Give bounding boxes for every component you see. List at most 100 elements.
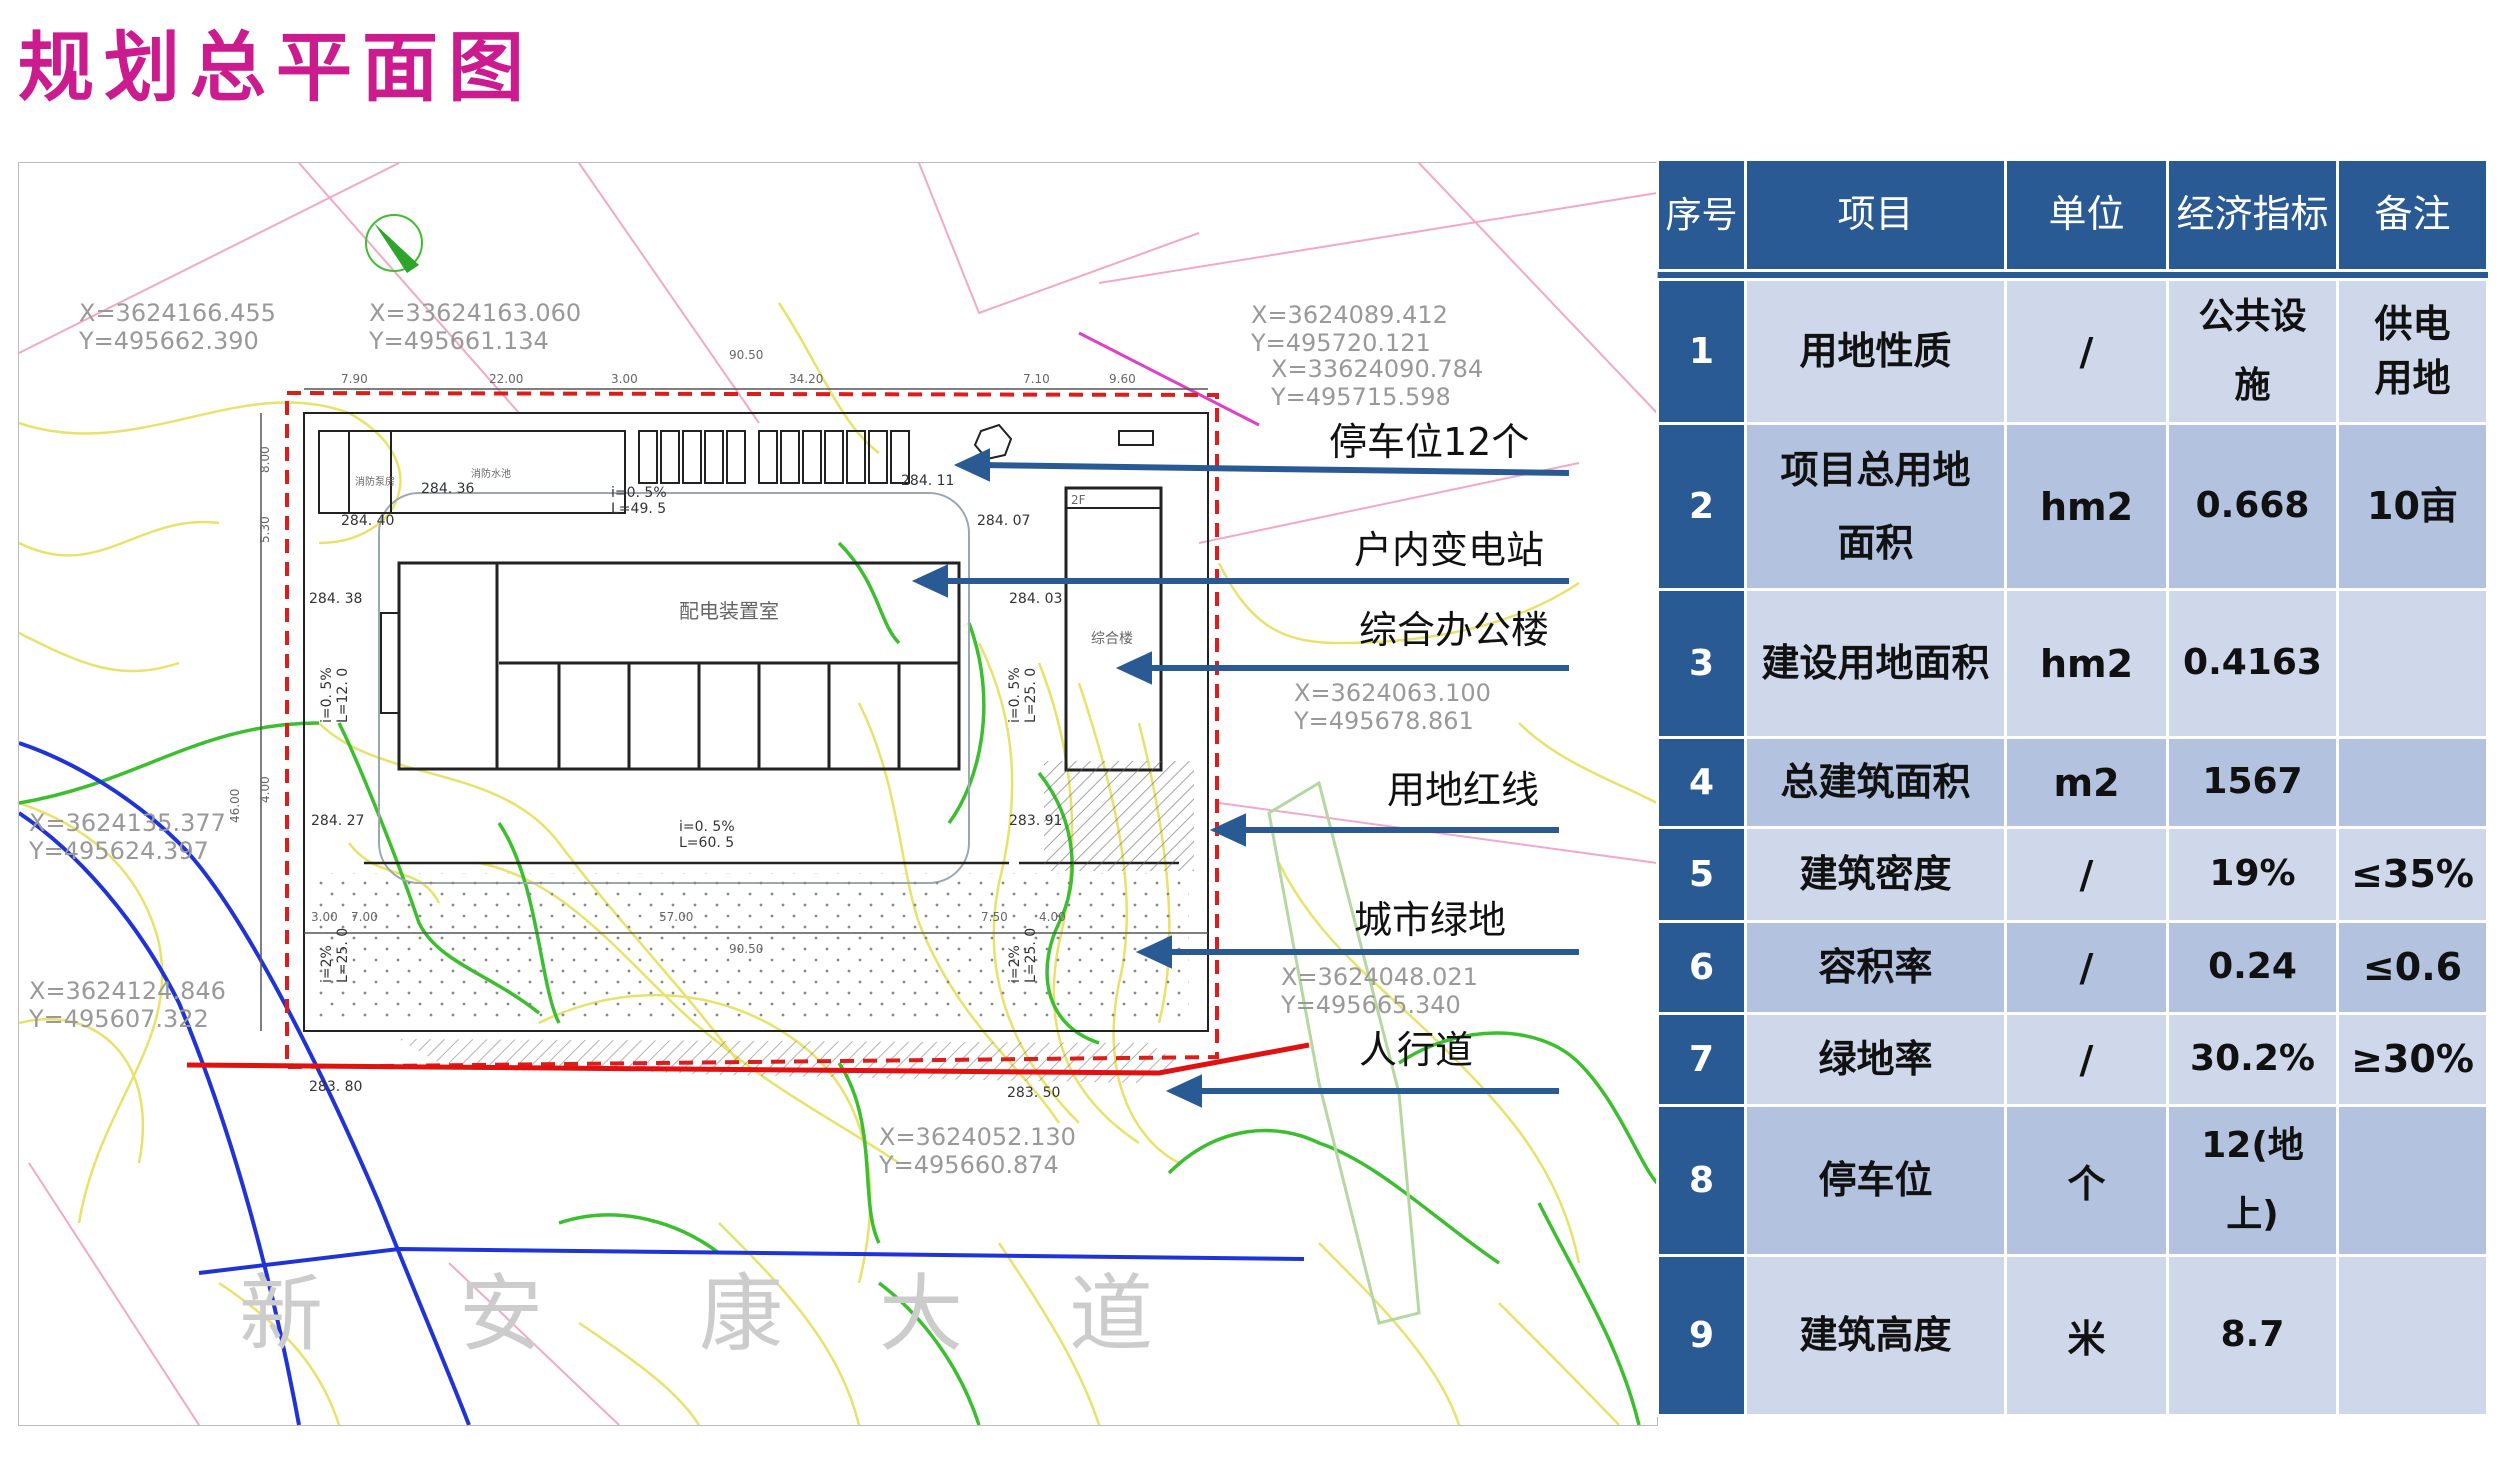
table-header-row: 序号 项目 单位 经济指标 备注: [1656, 158, 2489, 272]
dim-label: 5.30: [258, 516, 272, 543]
row-unit: m2: [2004, 736, 2169, 829]
row-no: 2: [1656, 422, 1747, 591]
dim-label: 46.00: [228, 789, 242, 823]
elevation-label: 284. 11: [901, 473, 954, 489]
coord-label: Y=495665.340: [1280, 991, 1461, 1019]
callout-office: 综合办公楼: [1359, 608, 1549, 652]
elevation-label: 284. 38: [309, 591, 362, 607]
row-no: 6: [1656, 920, 1747, 1015]
slope-label: i=2%: [319, 945, 335, 983]
dim-label: 90.50: [729, 348, 763, 362]
table-row: 5 建筑密度 / 19% ≤35%: [1656, 826, 2489, 923]
slope-label: L=25. 0: [335, 928, 351, 983]
header-unit: 单位: [2004, 158, 2169, 272]
callout-arrows: [911, 448, 1579, 1108]
row-note: ≤0.6: [2336, 920, 2489, 1015]
slope-label: L=25. 0: [1023, 668, 1039, 723]
dim-label: 7.90: [341, 372, 368, 386]
table-row: 2 项目总用地面积 hm2 0.668 10亩: [1656, 422, 2489, 591]
dim-label: 9.60: [1109, 372, 1136, 386]
row-item: 项目总用地面积: [1744, 422, 2007, 591]
green-belt: [1267, 780, 1421, 1325]
coord-label: X=33624090.784: [1271, 355, 1483, 383]
row-unit: /: [2004, 920, 2169, 1015]
dim-label: 4.00: [1039, 910, 1066, 924]
coord-label: X=3624063.100: [1294, 679, 1491, 707]
room-labels: 配电装置室 综合楼 2F 消防水池 消防泵房: [355, 467, 1133, 647]
slope-label: i=2%: [1007, 945, 1023, 983]
coord-label: X=3624124.846: [29, 977, 226, 1005]
row-no: 8: [1656, 1104, 1747, 1257]
row-unit: /: [2004, 826, 2169, 923]
site-plan: 新 安 康 大 道: [18, 162, 1658, 1426]
header-item: 项目: [1744, 158, 2007, 272]
room-label: 2F: [1071, 493, 1086, 507]
green-zone: [319, 873, 1189, 1021]
coord-labels: X=3624166.455 Y=495662.390 X=33624163.06…: [28, 299, 1491, 1179]
slope-labels: i=0. 5% L=49. 5 i=0. 5% L=60. 5 i=0. 5% …: [319, 485, 1039, 983]
page-title: 规划总平面图: [18, 23, 534, 112]
site-redline: [285, 390, 1219, 1070]
elevation-label: 284. 27: [311, 813, 364, 829]
row-unit: hm2: [2004, 588, 2169, 739]
elevation-label: 283. 50: [1007, 1085, 1060, 1101]
road-char: 新: [239, 1265, 323, 1363]
row-item: 停车位: [1744, 1104, 2007, 1257]
dim-label: 3.00: [311, 910, 338, 924]
dimension-labels: 7.90 22.00 3.00 34.20 7.10 9.60 90.50 90…: [228, 348, 1136, 956]
coord-label: Y=495660.874: [878, 1151, 1059, 1179]
road-char: 道: [1069, 1265, 1153, 1363]
dim-label: 7.10: [1023, 372, 1050, 386]
dim-label: 7.00: [351, 910, 378, 924]
header-value: 经济指标: [2166, 158, 2339, 272]
dim-label: 4.00: [258, 776, 272, 803]
site-plan-drawing: 新 安 康 大 道: [19, 163, 1657, 1425]
road-char: 康: [699, 1265, 783, 1363]
row-unit: hm2: [2004, 422, 2169, 591]
road-redline: [186, 1042, 1310, 1076]
road-name: 新 安 康 大 道: [239, 1265, 1153, 1363]
callout-parking: 停车位12个: [1329, 420, 1529, 464]
table-row: 1 用地性质 / 公共设施 供电用地: [1656, 278, 2489, 425]
slope-label: i=0. 5%: [611, 485, 667, 501]
room-label: 配电装置室: [679, 599, 779, 623]
table-row: 6 容积率 / 0.24 ≤0.6: [1656, 920, 2489, 1015]
callout-sidewalk: 人行道: [1359, 1028, 1473, 1072]
coord-label: X=3624135.377: [29, 809, 226, 837]
row-value: 公共设施: [2166, 278, 2339, 425]
dim-label: 8.00: [258, 446, 272, 473]
slope-label: L=12. 0: [335, 668, 351, 723]
slope-label: L=60. 5: [679, 835, 734, 851]
row-item: 总建筑面积: [1744, 736, 2007, 829]
row-note: 10亩: [2336, 422, 2489, 591]
table-row: 8 停车位 个 12(地上): [1656, 1104, 2489, 1257]
row-item: 建筑高度: [1744, 1254, 2007, 1417]
elevation-label: 284. 36: [421, 481, 475, 497]
elevation-label: 284. 03: [1009, 591, 1062, 607]
economic-indicators-table: 序号 项目 单位 经济指标 备注 1 用地性质 / 公共设施 供电用地 2 项目…: [1656, 158, 2489, 1417]
callout-labels: 停车位12个 户内变电站 综合办公楼 用地红线 城市绿地 人行道: [1329, 420, 1549, 1072]
room-label: 消防泵房: [355, 475, 395, 488]
parcel-lines: [19, 163, 1657, 1425]
slope-label: i=0. 5%: [679, 819, 735, 835]
table-row: 7 绿地率 / 30.2% ≥30%: [1656, 1012, 2489, 1107]
table-row: 3 建设用地面积 hm2 0.4163: [1656, 588, 2489, 739]
row-unit: /: [2004, 278, 2169, 425]
callout-redline: 用地红线: [1387, 768, 1539, 812]
row-note: [2336, 1104, 2489, 1257]
dim-label: 57.00: [659, 910, 693, 924]
slope-label: L=49. 5: [611, 501, 666, 517]
table-row: 4 总建筑面积 m2 1567: [1656, 736, 2489, 829]
coord-label: Y=495678.861: [1293, 707, 1474, 735]
slope-label: i=0. 5%: [319, 667, 335, 723]
coord-label: Y=495662.390: [78, 327, 259, 355]
parking-row: [638, 430, 910, 484]
row-unit: 个: [2004, 1104, 2169, 1257]
elevation-label: 283. 80: [309, 1079, 362, 1095]
slope-label: i=0. 5%: [1007, 667, 1023, 723]
slope-label: L=25. 0: [1023, 928, 1039, 983]
row-note: ≥30%: [2336, 1012, 2489, 1107]
callout-green: 城市绿地: [1354, 898, 1506, 942]
row-value: 0.668: [2166, 422, 2339, 591]
row-note: 供电用地: [2336, 278, 2489, 425]
